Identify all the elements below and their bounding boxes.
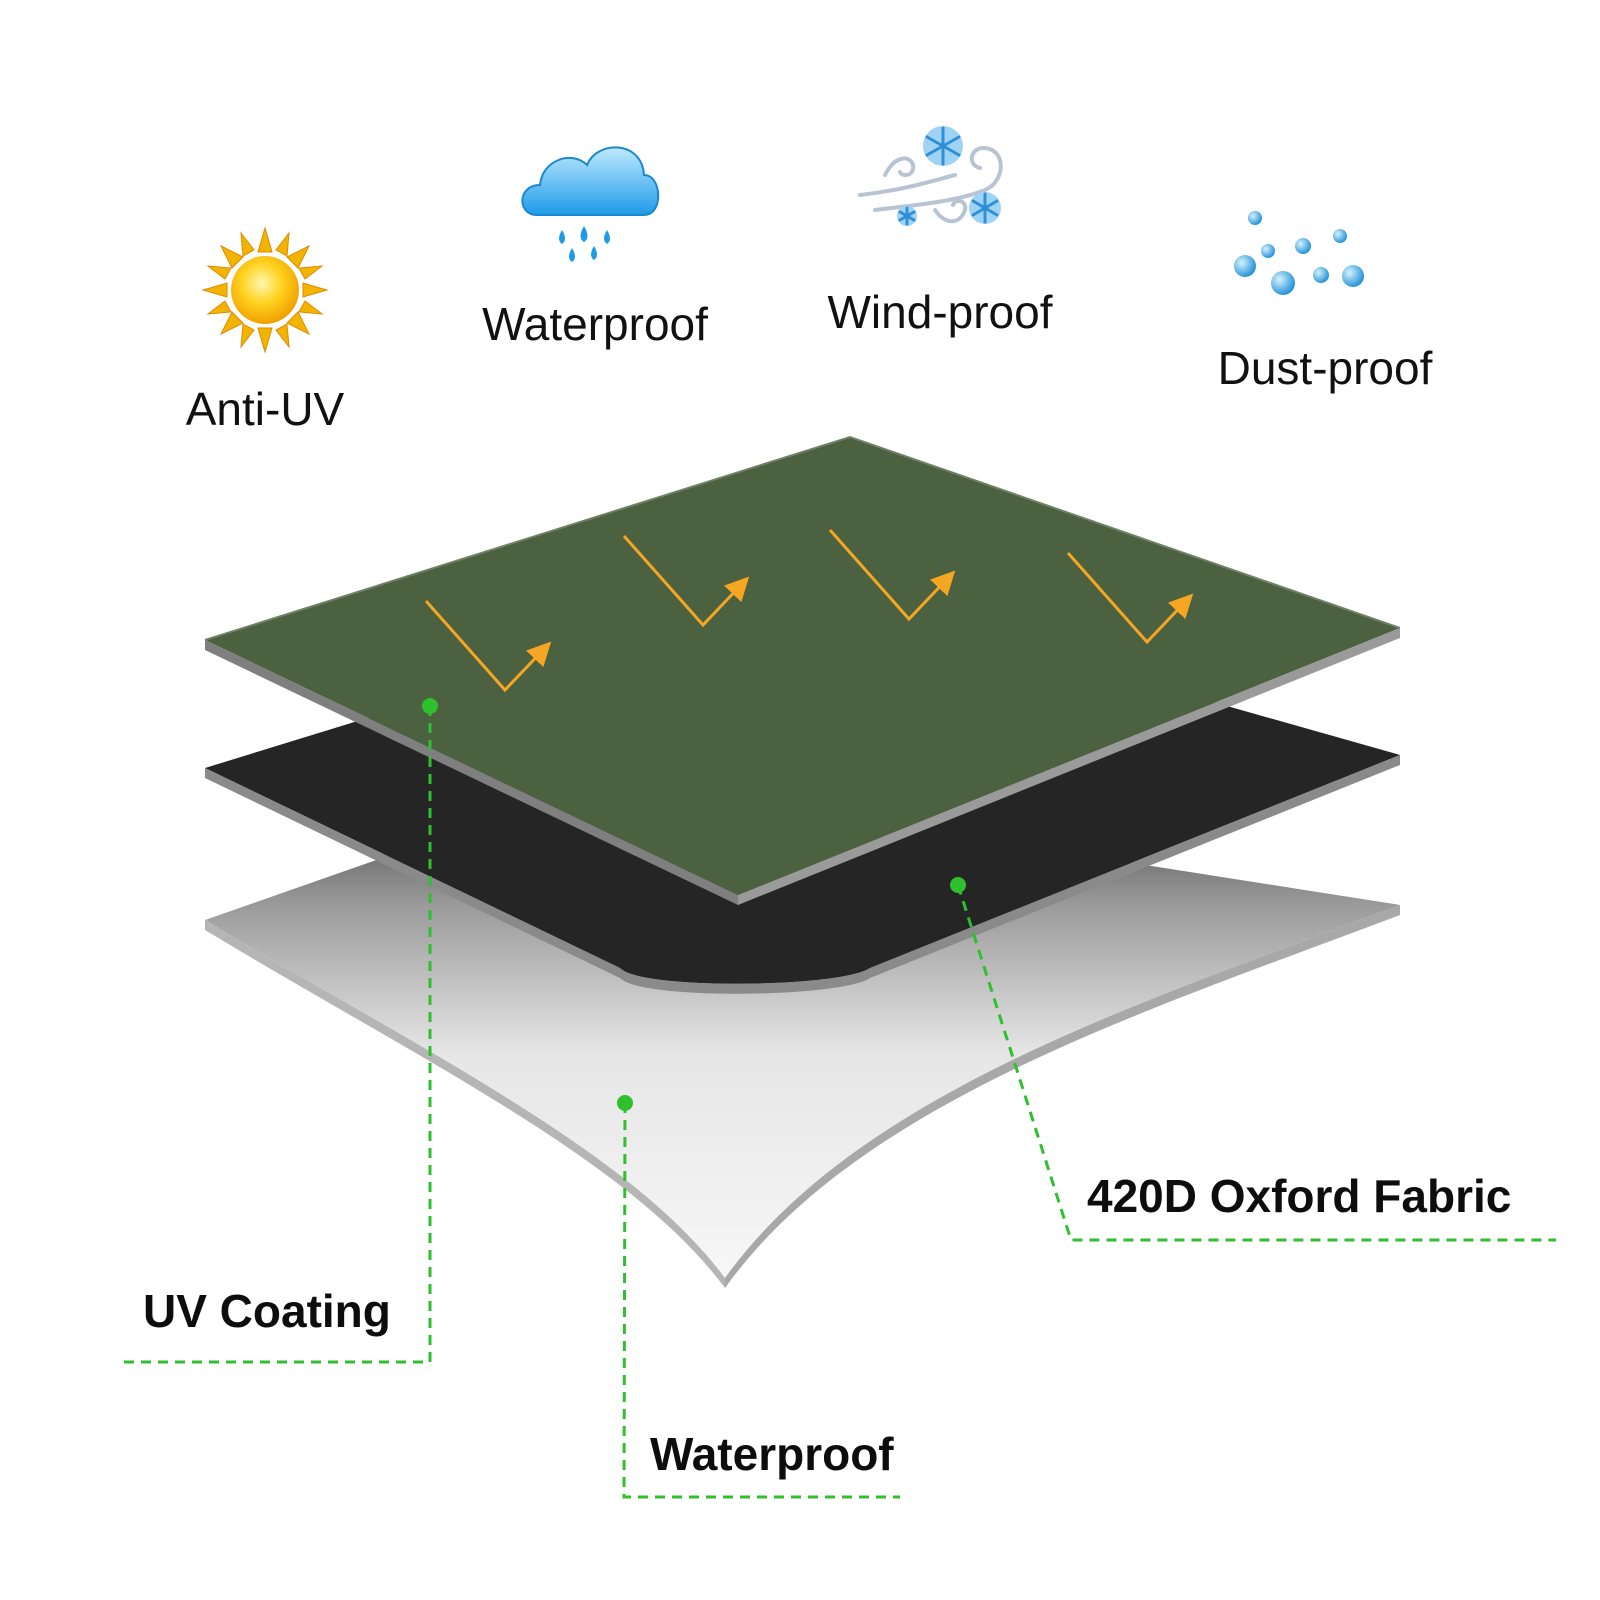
feature-label-wind-proof: Wind-proof [828, 286, 1053, 338]
layer-label-uv-coating: UV Coating [143, 1285, 391, 1337]
dust-particles-icon [1234, 211, 1364, 295]
feature-label-dust-proof: Dust-proof [1218, 342, 1433, 394]
sun-icon [201, 226, 329, 354]
leader-line-oxford-fabric [956, 884, 1556, 1242]
rain-cloud-icon [521, 146, 660, 262]
leader-dot-oxford-fabric [950, 877, 966, 893]
reflection-arrow-3 [828, 529, 956, 622]
leader-dot-waterproof [617, 1095, 633, 1111]
leader-line-uv-coating [124, 706, 432, 1364]
leader-lines [124, 706, 1556, 1499]
leader-dot-uv-coating [422, 698, 438, 714]
feature-label-anti-uv: Anti-UV [186, 383, 345, 435]
reflection-arrow-2 [622, 535, 750, 628]
layer-label-oxford-fabric: 420D Oxford Fabric [1087, 1170, 1511, 1222]
leader-dots [422, 698, 966, 1111]
top-layer-uv-coating [204, 435, 1401, 905]
reflection-arrow-4 [1066, 552, 1194, 645]
wind-snowflake-icon [858, 126, 1003, 226]
leader-line-waterproof [622, 1102, 900, 1499]
layer-label-waterproof: Waterproof [650, 1428, 894, 1480]
uv-reflection-arrows [424, 529, 1194, 693]
reflection-arrow-1 [424, 600, 552, 693]
feature-label-waterproof: Waterproof [482, 298, 708, 350]
